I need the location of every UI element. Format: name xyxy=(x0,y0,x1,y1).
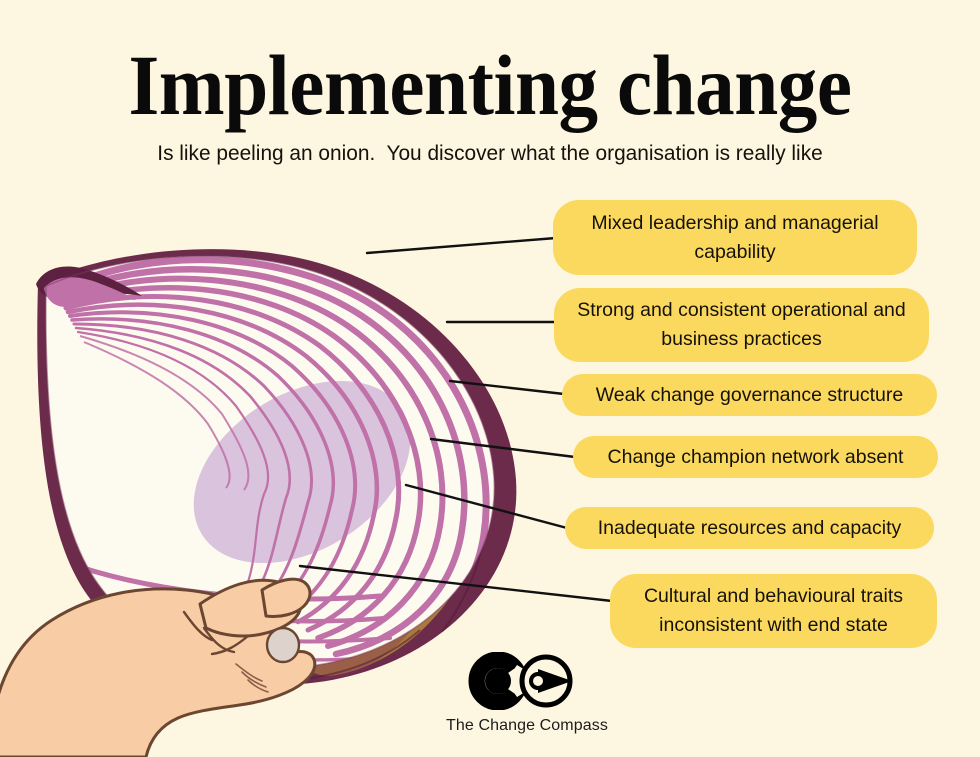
leader-line xyxy=(365,236,558,255)
callout-text: Mixed leadership and managerial capabili… xyxy=(591,211,879,263)
brand-logo: The Change Compass xyxy=(432,651,622,735)
page-title: Implementing change xyxy=(128,37,852,133)
page-subtitle: Is like peeling an onion. You discover w… xyxy=(157,141,823,165)
leader-line xyxy=(298,564,614,603)
callout-text: Cultural and behavioural traits inconsis… xyxy=(643,585,904,636)
callout-text: Inadequate resources and capacity xyxy=(597,516,902,539)
callout-champion-network[interactable]: Change champion network absent xyxy=(573,436,938,478)
callout-mixed-leadership[interactable]: Mixed leadership and managerial capabili… xyxy=(553,200,917,275)
callout-text: Change champion network absent xyxy=(607,445,904,468)
callout-cultural-traits[interactable]: Cultural and behavioural traits inconsis… xyxy=(610,574,937,648)
logo-caption: The Change Compass xyxy=(446,717,608,734)
leader-line xyxy=(429,437,577,459)
callout-inadequate-resources[interactable]: Inadequate resources and capacity xyxy=(565,507,934,549)
callout-operational-practices[interactable]: Strong and consistent operational and bu… xyxy=(554,288,929,362)
callout-weak-governance[interactable]: Weak change governance structure xyxy=(562,374,937,416)
leader-line xyxy=(404,483,569,530)
compass-logo-icon xyxy=(468,651,572,711)
callout-text: Strong and consistent operational and bu… xyxy=(577,299,906,350)
leader-line xyxy=(448,379,566,396)
callout-text: Weak change governance structure xyxy=(595,383,904,406)
